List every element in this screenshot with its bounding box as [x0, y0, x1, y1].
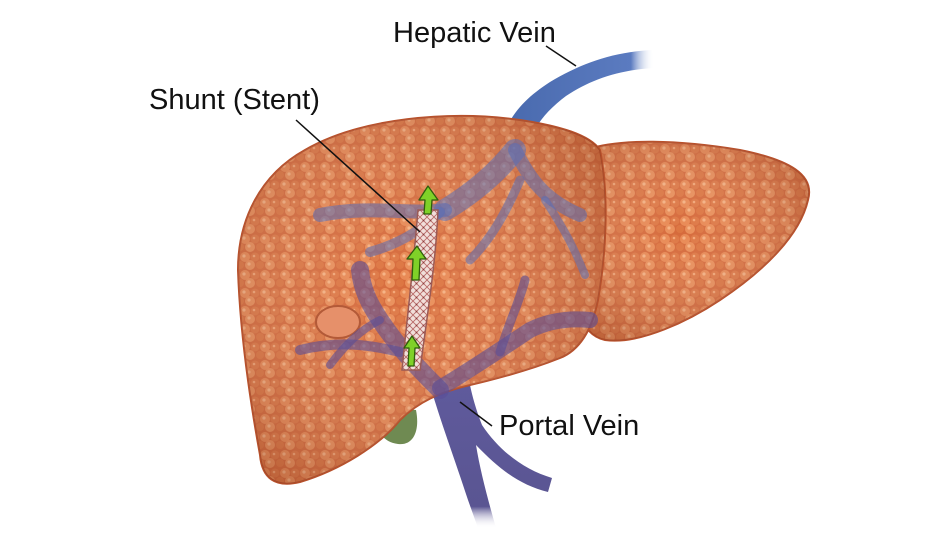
green-flow-arrow-icon	[418, 185, 439, 215]
shunt-leader	[295, 119, 421, 233]
hepatic-vein-leader	[545, 45, 577, 67]
leader-lines	[295, 45, 577, 427]
liver-lesion	[315, 305, 361, 339]
green-flow-arrow-icon	[406, 245, 427, 281]
flow-arrows	[403, 185, 439, 367]
hepatic-vein-label: Hepatic Vein	[393, 17, 556, 49]
portal-vein-label: Portal Vein	[499, 410, 640, 442]
portal-vein-leader	[459, 401, 493, 427]
portal-vein-branches	[295, 261, 598, 399]
portal-vein-trunk	[430, 385, 552, 528]
green-flow-arrow-icon	[403, 335, 421, 367]
shunt-stent-label: Shunt (Stent)	[149, 84, 320, 116]
